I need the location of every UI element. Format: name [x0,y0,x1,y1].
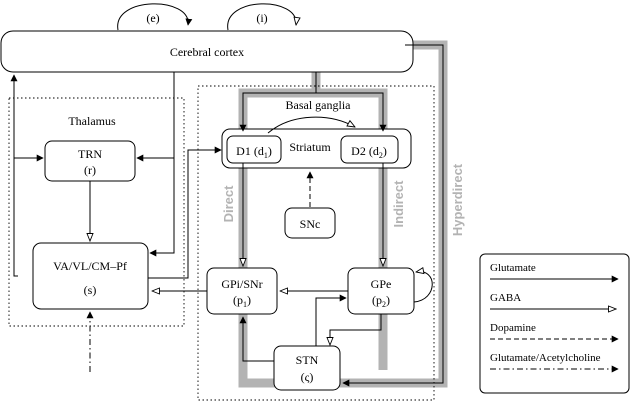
striatum-label: Striatum [289,140,331,154]
gpe-symbol: (p2) [372,293,390,309]
thalamus-label: Thalamus [68,114,116,128]
gpe-label: GPe [371,277,392,291]
stn-label: STN [296,353,319,367]
indirect-label: Indirect [391,180,406,228]
connections [10,44,444,387]
loop-i-label: (i) [256,11,267,25]
d2-label: D2 (d2) [351,144,387,160]
trn-label: TRN [78,147,102,161]
d2-box [340,135,399,164]
stn-to-gpi [239,316,274,362]
legend-glutamate-ach-label: Glutamate/Acetylcholine [490,352,601,364]
legend-glutamate-label: Glutamate [490,262,536,274]
d1-box [226,135,282,164]
snc-box [284,207,336,239]
thalamus-to-striatum [148,146,222,279]
gpe-box [347,267,415,315]
cortex-to-stn-hyperdirect [342,44,444,387]
stn-symbol: (ς) [301,370,314,384]
thalamus-region [8,97,185,327]
cortex-label: Cerebral cortex [170,45,244,59]
gpi-symbol: (p1) [233,293,251,309]
cortex-to-thalamus [149,72,175,257]
thalamus-to-cortex [10,74,18,277]
gray-pathways [238,40,448,388]
va-label: VA/VL/CM–Pf [53,259,127,273]
stn-to-gpe [315,294,347,346]
cortex-box [0,30,414,73]
cortex-to-d1 [239,92,316,132]
legend: Glutamate GABA Dopamine Glutamate/Acetyl… [479,253,630,394]
gpi-box [206,267,278,315]
legend-dopamine-label: Dopamine [490,322,536,334]
trn-symbol: (r) [84,163,96,177]
gpi-label: GPi/SNr [221,277,262,291]
basal-ganglia-region [197,85,435,401]
va-box [32,242,149,310]
direct-label: Direct [221,185,236,223]
legend-box [479,253,630,394]
basal-ganglia-label: Basal ganglia [286,98,352,112]
loop-e-label: (e) [146,11,159,25]
gpe-self-loop [413,272,433,303]
snc-label: SNc [300,217,321,231]
loop-i-arrow [227,3,296,31]
loop-e-arrow [117,3,193,31]
cortex-to-d2 [316,92,387,132]
legend-gaba-label: GABA [490,292,521,304]
va-symbol: (s) [84,283,97,297]
d1-d2-arc [267,116,355,134]
stn-box [273,345,341,391]
d1-label: D1 (d1) [236,144,272,160]
gpe-to-stn [330,314,382,345]
hyperdirect-label: Hyperdirect [450,163,465,236]
